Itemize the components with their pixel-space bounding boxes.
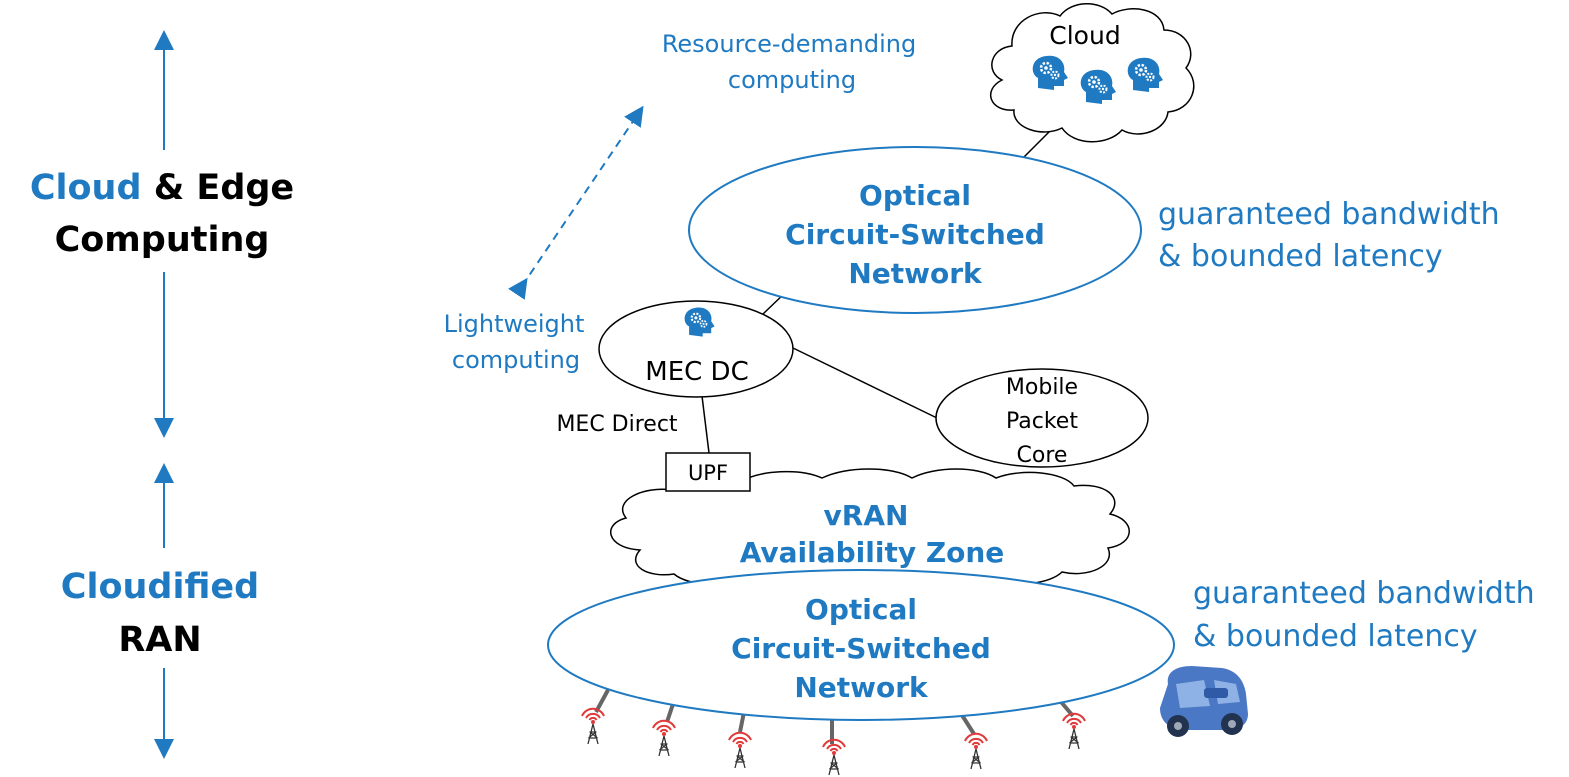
cloudified-label: Cloudified: [61, 567, 259, 607]
ocs-top-line1: Optical: [859, 179, 971, 212]
ocs-top-ellipse: [688, 146, 1142, 314]
guarantee-top-line2: & bounded latency: [1158, 239, 1443, 274]
mec-to-upf-link: [701, 395, 710, 454]
guarantee-top-line1: guaranteed bandwidth: [1158, 197, 1500, 232]
ocs-bottom-line1: Optical: [805, 593, 917, 626]
ocs-top-line3: Network: [848, 257, 983, 290]
antenna-icon: [964, 732, 988, 770]
guarantee-bottom-line1: guaranteed bandwidth: [1193, 576, 1535, 611]
ocs-bottom-line3: Network: [794, 671, 929, 704]
computing-spectrum-arrow: [508, 105, 644, 300]
antenna-icon: [1062, 712, 1086, 750]
ocs-bottom-ellipse: [547, 569, 1175, 721]
vran-line1: vRAN: [824, 499, 909, 532]
antenna-icon: [822, 738, 846, 776]
packet-core-ellipse: [935, 368, 1149, 468]
ran-label: RAN: [118, 620, 201, 660]
antenna-link: [594, 689, 610, 713]
guarantee-bottom-line2: & bounded latency: [1193, 619, 1478, 654]
computing-label: Computing: [55, 220, 270, 260]
antenna-icon: [581, 707, 605, 745]
cloud-to-ocs-link: [1022, 127, 1054, 159]
mec-direct-label: MEC Direct: [556, 412, 677, 437]
vran-line2: Availability Zone: [740, 536, 1005, 569]
cloud-edge-label: Cloud & Edge: [30, 168, 294, 208]
packet-core-line1: Mobile: [1006, 375, 1078, 400]
upf-label: UPF: [688, 461, 728, 485]
cloud-label: Cloud: [1049, 21, 1120, 50]
upf-box: [665, 452, 751, 492]
lightweight-computing-label: computing: [452, 346, 580, 374]
packet-core-line3: Core: [1017, 443, 1068, 468]
ocs-top-line2: Circuit-Switched: [785, 218, 1045, 251]
resource-computing-label: computing: [728, 66, 856, 94]
car-icon: [1160, 666, 1248, 737]
lightweight-label: Lightweight: [444, 310, 585, 338]
mec-dc-ellipse: [598, 300, 794, 398]
packet-core-line2: Packet: [1006, 409, 1078, 434]
mec-dc-label: MEC DC: [645, 357, 748, 387]
mec-to-core-link: [792, 347, 938, 419]
antenna-icon: [652, 719, 676, 757]
antenna-icon: [728, 731, 752, 769]
ocs-bottom-line2: Circuit-Switched: [731, 632, 991, 665]
resource-demanding-label: Resource-demanding: [662, 30, 916, 58]
